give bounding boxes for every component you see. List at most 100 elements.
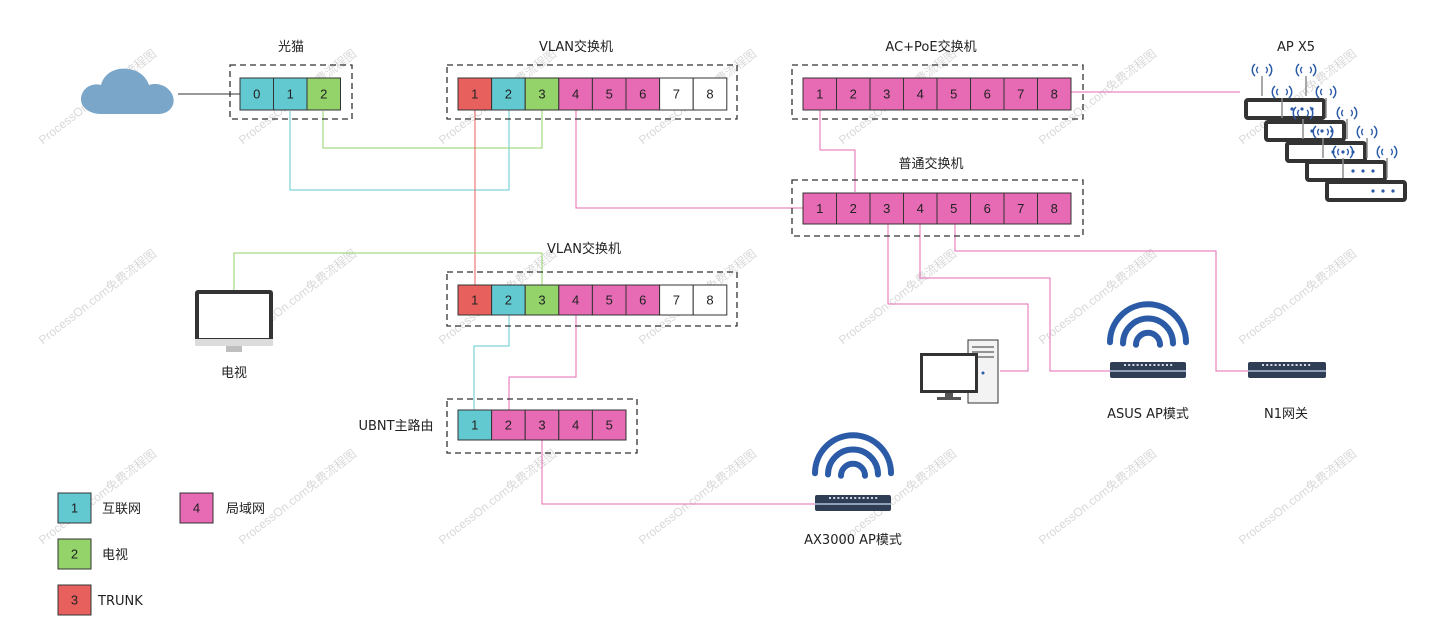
wifi-router-layer (812, 301, 1326, 511)
pc-icon (920, 339, 999, 404)
legend-number: 1 (71, 501, 78, 516)
port-label: 5 (950, 201, 957, 216)
port-label: 8 (706, 293, 713, 308)
wire-normal5-n1 (954, 222, 1248, 372)
vlan-switch-2-frame (446, 271, 738, 327)
watermark-text: ProcessOn.com免费流程图 (435, 446, 559, 547)
wifi-icon (1107, 301, 1189, 348)
legend-number: 3 (71, 593, 78, 608)
port-label: 5 (606, 293, 613, 308)
port-cell (1003, 192, 1038, 225)
port-cell (936, 77, 971, 111)
port-label: 5 (606, 87, 613, 102)
legend-label: 局域网 (226, 502, 265, 517)
port-label: 6 (984, 87, 991, 102)
wire-modem2-vlan1-port3 (322, 104, 543, 149)
port-cell (625, 284, 661, 316)
wire-tv-vlan2-port3 (233, 252, 543, 290)
port-label: 3 (538, 418, 545, 433)
port-cell (802, 77, 837, 111)
port-label: 3 (883, 201, 890, 216)
vlan-switch-1-frame (446, 64, 738, 120)
port-cell (659, 284, 694, 316)
normal-switch-frame (791, 179, 1084, 237)
port-label: 2 (850, 201, 857, 216)
port-cell (591, 77, 627, 111)
wire-ubnt-port3-ax3000 (541, 440, 818, 505)
port-label: 2 (505, 293, 512, 308)
ap-unit-icon (1244, 63, 1326, 120)
wire-poe1-normal2 (819, 105, 856, 192)
port-label: 6 (639, 87, 646, 102)
port-cell (457, 284, 493, 316)
port-cell (306, 77, 341, 111)
ap-unit-icon (1305, 125, 1387, 182)
port-cell (558, 77, 593, 111)
port-label: 5 (950, 87, 957, 102)
wire-vlan2-port4-ubnt-port2 (508, 314, 577, 411)
ap-unit-icon (1264, 85, 1346, 142)
port-cell (1037, 192, 1072, 225)
port-label: 1 (816, 87, 823, 102)
port-label: 4 (572, 293, 579, 308)
port-label: 0 (253, 87, 260, 102)
port-cell (524, 284, 560, 316)
port-cell (491, 284, 526, 316)
device-titles: 光猫 VLAN交换机 AC+PoE交换机 AP X5 普通交换机 VLAN交换机… (221, 39, 1315, 548)
port-label: 3 (538, 293, 545, 308)
modem-title: 光猫 (278, 40, 304, 55)
port-label: 1 (471, 293, 478, 308)
port-cell (273, 77, 308, 111)
connection-lines (178, 91, 1248, 505)
port-cell (457, 409, 493, 441)
port-label: 4 (572, 418, 579, 433)
legend-swatch (57, 492, 92, 524)
legend-swatch (57, 584, 92, 616)
watermark-text: ProcessOn.com免费流程图 (35, 446, 159, 547)
port-label: 8 (706, 87, 713, 102)
watermark-text: ProcessOn.com免费流程图 (635, 446, 759, 547)
port-cell (936, 192, 971, 225)
legend-swatch (179, 492, 214, 524)
ap-x5-stack (1244, 63, 1407, 202)
wifi-icon (812, 432, 894, 479)
ax3000-ap-title: AX3000 AP模式 (804, 533, 902, 548)
cloud-icon (80, 68, 174, 114)
watermark-text: ProcessOn.com免费流程图 (35, 246, 159, 347)
port-cell (836, 192, 871, 225)
port-label: 2 (505, 418, 512, 433)
port-cell (1003, 77, 1038, 111)
legend-label: 电视 (102, 548, 128, 563)
wire-normal4-asus (919, 222, 1112, 372)
port-cell (524, 409, 560, 441)
port-cell (591, 284, 627, 316)
n1-gateway-icon (1248, 362, 1326, 378)
normal-switch-title: 普通交换机 (898, 156, 963, 172)
legend-number: 4 (193, 501, 200, 516)
port-label: 7 (1017, 201, 1024, 216)
port-label: 8 (1051, 87, 1058, 102)
port-label: 4 (917, 87, 924, 102)
vlan-switch-2-title: VLAN交换机 (547, 241, 621, 257)
legend-swatch (57, 538, 92, 570)
watermark-text: ProcessOn.com免费流程图 (835, 246, 959, 347)
port-label: 7 (1017, 87, 1024, 102)
port-label: 8 (1051, 201, 1058, 216)
ubnt-router-title: UBNT主路由 (358, 418, 433, 434)
wire-vlan2-port2-ubnt-port1 (473, 314, 510, 411)
port-label: 7 (673, 87, 680, 102)
legend-item: 4 局域网 (179, 492, 265, 524)
asus-ap-title: ASUS AP模式 (1107, 407, 1189, 422)
port-cell (591, 409, 627, 441)
port-label: 2 (320, 87, 327, 102)
watermark-text: ProcessOn.com免费流程图 (1235, 446, 1359, 547)
wire-normal3-pc (887, 222, 1029, 372)
